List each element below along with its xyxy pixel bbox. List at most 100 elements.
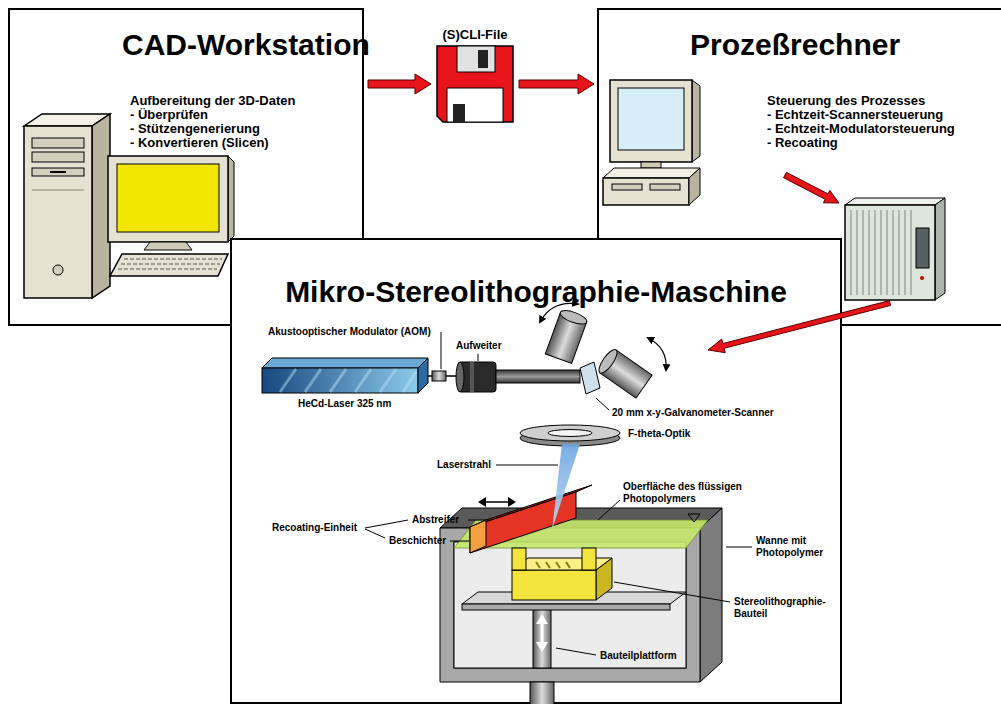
box-text: - Echtzeit-Modulatorsteuerung	[767, 122, 1001, 136]
box-text: - Recoating	[767, 136, 1001, 150]
stereolithography-part	[596, 558, 612, 600]
flow-arrow	[519, 74, 594, 94]
build-platform	[462, 592, 686, 604]
stereolithography-part	[512, 558, 612, 570]
desktop-computer	[603, 178, 689, 205]
leader-lines	[450, 541, 469, 542]
tower-case	[32, 168, 84, 176]
floppy-disk	[437, 46, 513, 122]
stereolithography-part	[556, 562, 560, 568]
build-platform	[462, 592, 686, 704]
beam-expander	[496, 370, 580, 383]
leader-lines	[468, 520, 486, 521]
acousto-optic-modulator	[428, 371, 458, 381]
desktop-computer	[641, 162, 661, 168]
leader-lines	[496, 465, 558, 466]
galvanometer-scanner	[596, 347, 652, 398]
floppy-disk	[437, 46, 513, 122]
tower-case	[24, 126, 92, 298]
rack-controller	[920, 276, 924, 280]
hecd-laser	[330, 369, 346, 392]
stereolithography-part	[546, 562, 550, 568]
galvanometer-scanner	[545, 308, 588, 364]
f-theta-lens	[520, 425, 620, 446]
leader-lines	[365, 520, 408, 528]
acousto-optic-modulator	[428, 375, 458, 377]
box-text: Steuerung des Prozesses	[767, 94, 1001, 108]
galvanometer-scanner	[600, 350, 652, 398]
vat	[454, 542, 686, 668]
tower-case	[32, 138, 84, 148]
rack-controller	[893, 210, 894, 295]
recoating-unit	[470, 485, 592, 553]
hecd-laser	[403, 372, 416, 392]
hecd-laser	[418, 358, 428, 393]
vat	[688, 514, 700, 522]
tower-case	[24, 114, 110, 298]
recoating-unit	[478, 497, 486, 507]
build-platform	[533, 606, 551, 668]
desktop-computer	[692, 80, 700, 162]
rack-controller	[863, 210, 864, 295]
hecd-laser	[262, 368, 418, 393]
box-title: Prozeßrechner	[690, 28, 1001, 62]
stereolithography-part	[512, 548, 526, 570]
recoating-unit	[470, 520, 486, 553]
floppy-disk	[453, 104, 465, 122]
rack-controller	[869, 210, 870, 295]
rack-controller	[887, 210, 888, 295]
flow-arrow	[368, 74, 431, 94]
rack-controller	[845, 198, 945, 300]
hecd-laser	[262, 358, 428, 368]
box-title: Mikro-Stereolithographie-Maschine	[232, 275, 840, 309]
desktop-computer	[689, 168, 700, 205]
hecd-laser	[380, 369, 396, 392]
rack-controller	[881, 210, 882, 295]
floppy-disk	[447, 88, 503, 122]
rack-controller	[845, 198, 945, 205]
build-platform	[541, 620, 544, 646]
monitor	[117, 164, 219, 232]
acousto-optic-modulator	[432, 371, 446, 381]
tower-case	[32, 190, 84, 191]
keyboard	[110, 254, 228, 276]
monitor	[108, 156, 228, 242]
monitor	[108, 156, 234, 250]
stereolithography-part	[582, 548, 596, 570]
recoating-unit	[508, 497, 516, 507]
desktop-computer	[603, 80, 700, 205]
vat	[440, 508, 722, 528]
build-platform	[462, 604, 670, 610]
floppy-disk	[478, 50, 488, 68]
box-text: - Überprüfen	[130, 108, 362, 122]
galvanometer-scanner	[580, 362, 600, 394]
rack-controller	[845, 205, 935, 300]
tower-case	[92, 114, 110, 298]
box-text: - Konvertieren (Slicen)	[130, 136, 362, 150]
floppy-disk	[457, 46, 495, 72]
build-platform	[536, 642, 548, 652]
tower-case	[50, 171, 66, 173]
build-platform	[530, 682, 554, 704]
stereolithography-part	[536, 562, 540, 568]
stereolithography-part	[512, 548, 612, 600]
galvanometer-scanner	[545, 313, 586, 364]
beam-expander	[458, 362, 496, 392]
red-arrow	[708, 301, 891, 353]
hecd-laser	[355, 369, 371, 392]
leader-lines	[556, 648, 596, 655]
stereolithography-part	[536, 562, 570, 568]
hecd-laser	[305, 369, 321, 392]
hecd-laser	[280, 369, 416, 392]
tower-case	[24, 114, 110, 126]
rack-controller	[875, 210, 876, 295]
red-arrow	[784, 172, 839, 203]
box-title: (S)CLI-File	[434, 28, 516, 42]
rack-controller	[857, 210, 858, 295]
keyboard	[124, 259, 222, 260]
hecd-laser	[280, 369, 296, 392]
vat	[700, 508, 722, 682]
rack-controller	[935, 198, 945, 300]
galvanometer-scanner	[559, 308, 589, 327]
